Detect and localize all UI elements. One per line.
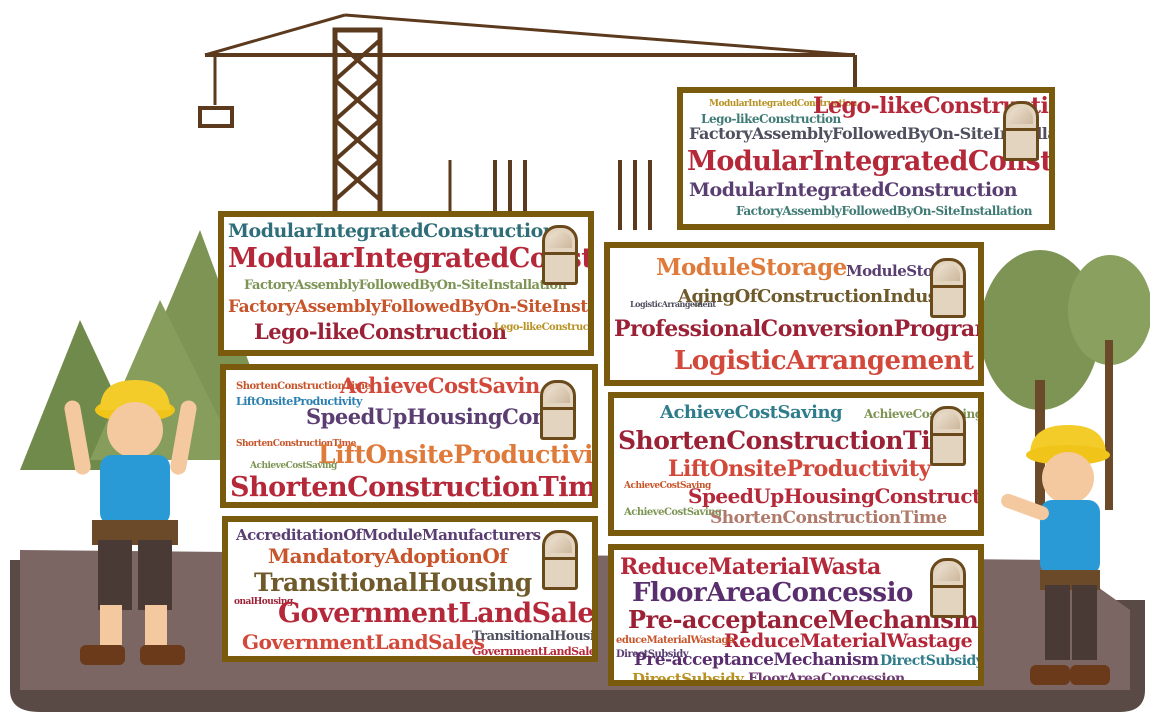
word-cloud-panel-productivity-right: AchieveCostSaving AchieveCostSaving Shor… [608,392,984,536]
word: ModularIntegratedConstruction [709,99,857,109]
word: LiftOnsiteProductivity [318,440,598,469]
word: GovernmentLandSales [278,598,598,629]
word: ShortenConstructionTime [230,472,598,503]
word: FloorAreaConcessio [632,578,913,608]
window-icon [930,558,966,618]
word: Pre-acceptanceMechanism [628,605,979,634]
word: LiftOnsiteProductivity [668,456,931,482]
word-cloud-panel-mic: ModularIntegratedConstruction ModularInt… [218,211,594,356]
word: FloorAreaConcession [748,671,905,686]
word-cloud-panel-incentives: ReduceMaterialWasta FloorAreaConcessio P… [608,544,984,686]
word-cloud-panel-policy: AccreditationOfModuleManufacturers Manda… [222,516,598,662]
word: DirectSubsidy [616,649,689,660]
word: ShortenConstructionTim [618,426,957,455]
word: FactoryAssemblyFollowedByOn-SiteInstalla… [736,204,1033,218]
word: ModularIntegratedConstruction [228,220,557,242]
word: ShortenConstructionTime [236,381,371,392]
word: Lego-likeConstruction [701,112,841,126]
word: ShortenConstructionTime [236,439,356,449]
word: Pre-acceptanceMechanism [634,650,879,670]
word: Lego-likeConstruction [494,322,593,333]
word: AchieveCostSaving [250,461,337,471]
word: FactoryAssemblyFollowedByOn-SiteInstalla… [244,278,567,293]
word: ModuleSto [846,262,933,280]
word: AchieveCostSaving [660,402,843,423]
window-icon [1003,101,1039,161]
word: ShortenConstructionTime [710,508,947,528]
word: ModularIntegratedConstruction [228,243,594,274]
word: ReduceMaterialWastage [724,630,973,652]
word: TransitionalHousing [472,629,598,644]
word: AgingOfConstructionIndustr [678,286,955,307]
word: ModularIntegratedConstruction [689,179,1018,201]
word: LogisticArrangement [630,299,716,309]
word: Lego-likeConstruction [813,93,1055,119]
window-icon [542,530,578,590]
word: ProfessionalConversionProgramme [614,316,978,342]
word: MandatoryAdoptionOf [268,544,508,568]
word: GovernmentLandSales [242,630,485,654]
word: AchieveCostSaving [624,481,711,491]
word: LiftOnsiteProductivity [236,395,362,408]
word: FactoryAssemblyFollowedByOn-SiteInstalla… [689,124,1055,143]
word: AccreditationOfModuleManufacturers [236,526,541,544]
word: DirectSubsidy [632,670,744,686]
word: FactoryAssemblyFollowedByOn-SiteInstalla… [228,297,588,317]
word-cloud-panel-top-right: ModularIntegratedConstruction Lego-likeC… [677,87,1055,230]
word: SpeedUpHousingConst [306,404,568,429]
word: AchieveCostSavin [340,373,540,398]
word: AchieveCostSaving [624,507,722,518]
word: TransitionalHousing [254,568,532,597]
word: GovernmentLandSales [472,645,598,658]
word: ModularIntegratedConstruction [687,146,1053,177]
word-cloud-panel-productivity-left: ShortenConstructionTime AchieveCostSavin… [220,364,598,508]
word-cloud-panel-logistics: ModuleStorage ModuleSto AgingOfConstruct… [604,242,984,386]
word: Lego-likeConstruction [254,319,507,344]
word: SpeedUpHousingConstruction [688,484,984,508]
window-icon [542,225,578,285]
window-icon [930,258,966,318]
word: educeMaterialWastage [616,635,734,646]
word: LogisticArrangement [674,346,974,376]
word: ReduceMaterialWasta [620,554,881,580]
window-icon [930,406,966,466]
word: DirectSubsidy [880,653,984,669]
word: ModuleStorage [656,254,847,281]
word: onalHousing [234,597,293,607]
window-icon [540,380,576,440]
